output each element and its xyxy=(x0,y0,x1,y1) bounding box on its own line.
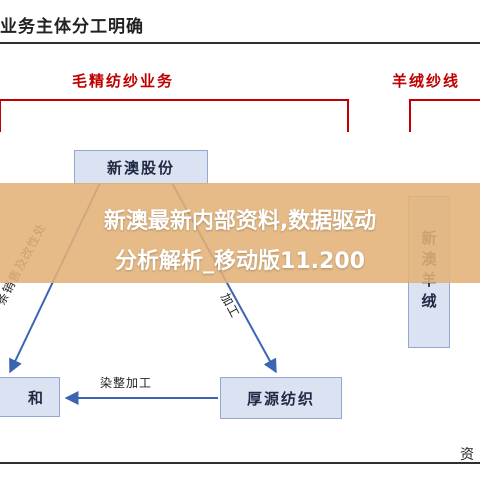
bottom-divider xyxy=(0,462,480,464)
wool-bracket xyxy=(0,99,349,132)
top-divider xyxy=(0,42,480,44)
diagram-heading: 大业务主体分工明确 xyxy=(0,17,144,37)
cashmere-bracket xyxy=(409,99,480,132)
banner-line-1: 新澳最新内部资料,数据驱动 xyxy=(103,209,377,234)
source-note: 资 xyxy=(460,447,474,463)
bottom-edge-label: 染整加工 xyxy=(100,376,153,390)
node-houyuan: 厚源纺织 xyxy=(220,377,342,419)
node-xinao: 新澳股份 xyxy=(74,150,208,184)
watermark-banner xyxy=(0,183,480,283)
cashmere-business-title: 羊绒纱线 xyxy=(392,72,461,90)
node-left-partial: 和 xyxy=(0,377,60,417)
wool-business-title: 毛精纺纱业务 xyxy=(72,72,175,90)
banner-line-2: 分析解析_移动版11.200 xyxy=(115,249,365,274)
